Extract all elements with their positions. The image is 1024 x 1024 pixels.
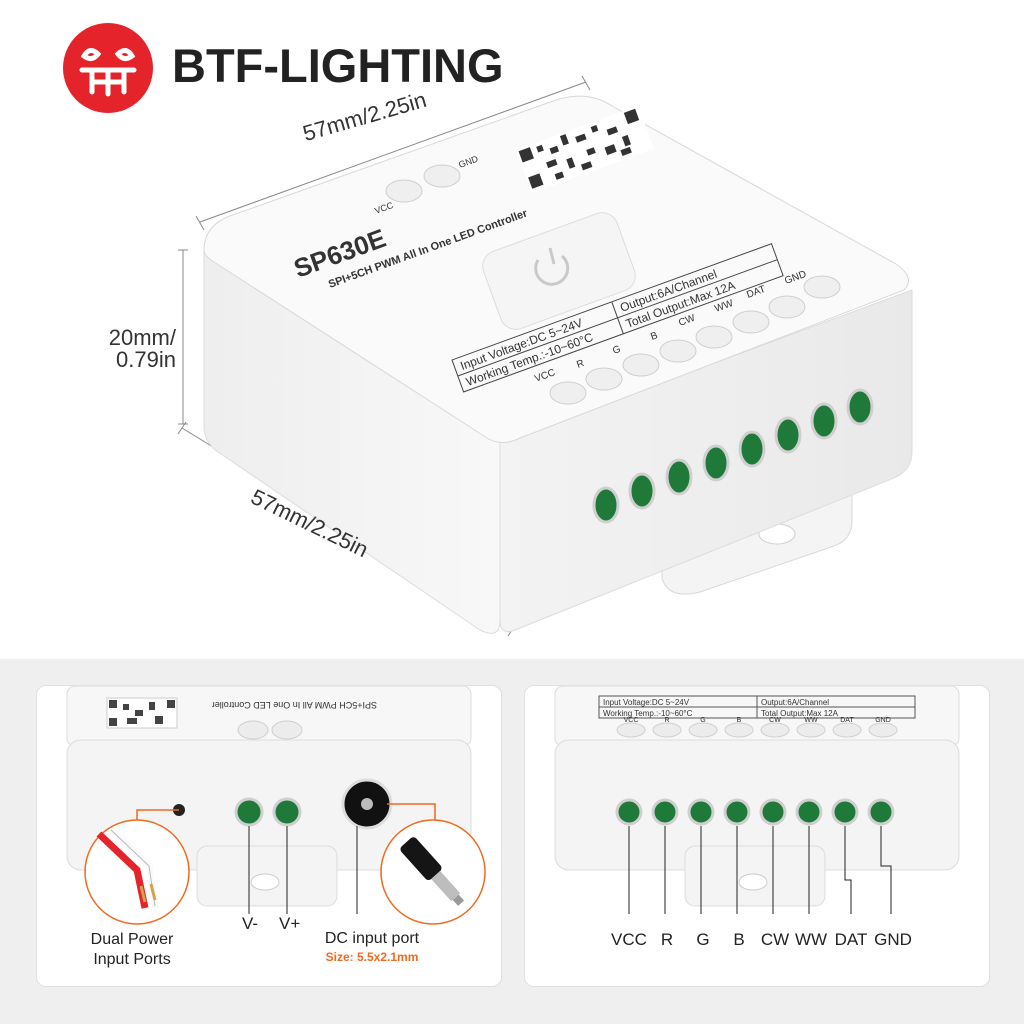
pin-label-r: R (660, 930, 674, 949)
output-terminal-card: Input Voltage:DC 5~24V Working Temp.:-10… (524, 685, 990, 987)
dimension-height: 20mm/ 0.79in (108, 325, 176, 372)
svg-text:R: R (575, 358, 586, 371)
pin-label-b: B (733, 930, 745, 949)
svg-text:VCC: VCC (624, 717, 639, 724)
svg-text:G: G (611, 344, 622, 357)
pin-label-ww: WW (794, 930, 828, 949)
dual-power-label: Dual Power Input Ports (90, 931, 174, 968)
svg-text:G: G (700, 717, 705, 724)
svg-text:SPI+5CH PWM All In One LED Con: SPI+5CH PWM All In One LED Controller (212, 700, 377, 710)
power-input-card: SPI+5CH PWM All In One LED Controller (36, 685, 502, 987)
dc-size-label: Size: 5.5x2.1mm (325, 950, 419, 964)
terminal-side-illustration: Input Voltage:DC 5~24V Working Temp.:-10… (554, 686, 960, 914)
svg-text:DAT: DAT (840, 717, 854, 724)
v-plus-label: V+ (279, 914, 301, 933)
pin-label-cw: CW (760, 930, 790, 949)
svg-text:CW: CW (769, 717, 781, 724)
svg-text:WW: WW (804, 717, 818, 724)
svg-text:GND: GND (875, 717, 891, 724)
power-side-illustration: SPI+5CH PWM All In One LED Controller (66, 686, 486, 925)
svg-text:Input Voltage:DC 5~24V: Input Voltage:DC 5~24V (603, 698, 690, 707)
pin-label-g: G (696, 930, 710, 949)
svg-text:Total Output:Max 12A: Total Output:Max 12A (761, 709, 839, 718)
dc-port-label: DC input port (324, 930, 420, 947)
svg-text:B: B (737, 717, 742, 724)
pin-label-gnd: GND (874, 930, 912, 949)
product-illustration: SP630E SPI+5CH PWM All In One LED Contro… (177, 75, 913, 637)
brand-name: BTF-LIGHTING (172, 39, 504, 92)
svg-text:Output:6A/Channel: Output:6A/Channel (761, 698, 829, 707)
btf-logo-icon (63, 23, 153, 113)
v-minus-label: V- (242, 914, 259, 933)
svg-text:B: B (649, 330, 659, 343)
svg-text:Working Temp.:-10~60°C: Working Temp.:-10~60°C (603, 709, 693, 718)
pin-label-dat: DAT (834, 930, 868, 949)
pin-label-vcc: VCC (611, 930, 647, 949)
svg-text:R: R (664, 717, 669, 724)
